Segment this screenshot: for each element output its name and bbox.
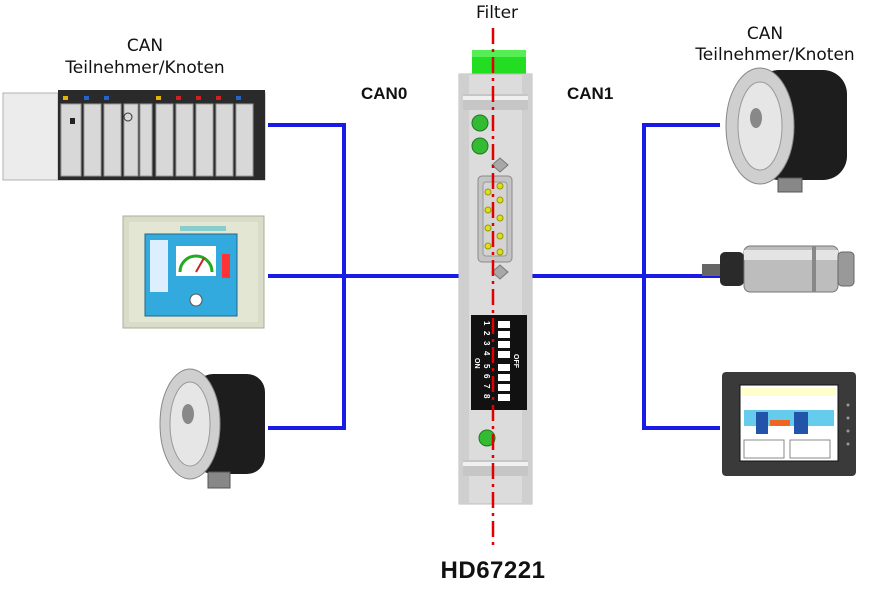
can1-label: CAN1	[567, 84, 614, 103]
hmi-panel-device	[122, 215, 265, 329]
dip-switch-number: 4	[482, 351, 491, 356]
dip-switch-number: 7	[482, 384, 491, 389]
can0-label: CAN0	[361, 84, 408, 103]
left-caption-line2: Teilnehmer/Knoten	[65, 58, 225, 78]
right-caption-line1: CAN	[746, 24, 784, 44]
left-caption-line1: CAN	[126, 36, 164, 56]
plc-rack-device	[2, 90, 266, 181]
gateway-device: 1 2 3 4 5 6 7 8 ON OFF	[458, 50, 533, 505]
model-label: HD67221	[440, 557, 546, 584]
can0-bus-wiring	[268, 123, 459, 430]
dip-switch-number: 6	[482, 374, 491, 379]
dip-on-label: ON	[473, 358, 480, 369]
right-caption-line2: Teilnehmer/Knoten	[695, 45, 855, 65]
can1-bus-wiring	[532, 123, 720, 430]
motor-sensor-device	[702, 245, 855, 293]
dip-switch-number: 2	[482, 331, 491, 336]
hmi-touch-panel-device	[722, 372, 856, 476]
dip-switch-number: 8	[482, 394, 491, 399]
filter-label: Filter	[475, 3, 519, 23]
dip-off-label: OFF	[512, 354, 519, 369]
left-rotary-encoder	[159, 368, 265, 489]
right-rotary-encoder	[725, 67, 847, 193]
dip-switch-number: 3	[482, 341, 491, 346]
dip-switch-number: 1	[482, 321, 491, 326]
dip-switch-number: 5	[482, 364, 491, 369]
